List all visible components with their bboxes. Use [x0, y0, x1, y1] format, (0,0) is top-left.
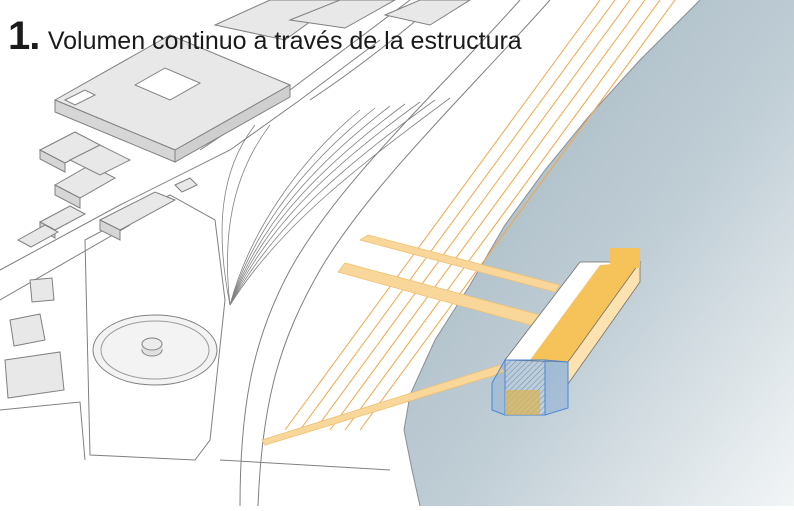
- structure-lines: [284, 0, 676, 431]
- buildings: [4, 0, 471, 399]
- water-body: [404, 0, 794, 506]
- caption-text: Volumen continuo a través de la estructu…: [47, 27, 522, 55]
- circular-tank: [92, 314, 218, 386]
- bridge-beams: [261, 234, 561, 446]
- continuous-volume: [491, 248, 641, 416]
- plot-outlines: [0, 194, 391, 471]
- figure-caption: 1. Volumen continuo a través de la estru…: [8, 14, 522, 59]
- caption-number: 1.: [8, 14, 40, 58]
- shoreline: [403, 0, 701, 507]
- rail-tracks: [221, 97, 451, 306]
